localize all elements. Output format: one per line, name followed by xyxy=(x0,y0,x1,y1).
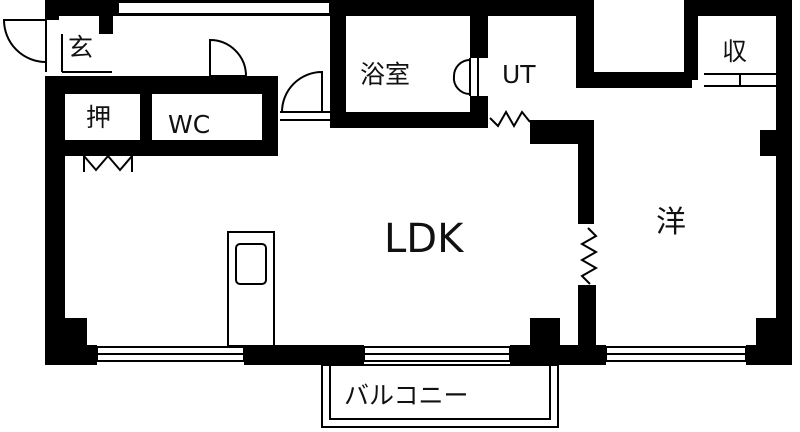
wall-bottom-right xyxy=(746,345,792,365)
window-top xyxy=(117,1,331,15)
door-closet xyxy=(83,154,133,172)
balcony xyxy=(321,364,559,428)
door-western xyxy=(579,227,599,285)
wall-ut-right xyxy=(576,0,594,88)
wall-top-right xyxy=(684,0,790,16)
label-ldk: LDK xyxy=(384,216,465,262)
pillar-left-bottom xyxy=(65,318,87,348)
wall-wc-right xyxy=(262,76,278,156)
balcony-inner xyxy=(329,364,551,420)
wall-bottom-left xyxy=(45,345,97,365)
walls xyxy=(45,0,792,365)
label-storage: 収 xyxy=(722,37,747,66)
kitchen-counter-body xyxy=(227,231,275,347)
door-entrance-inner xyxy=(209,38,247,77)
wall-top-middle xyxy=(330,0,590,16)
wall-ut-bottom xyxy=(530,120,594,144)
wall-ldk-western-lower xyxy=(578,285,596,365)
label-closet: 押 xyxy=(86,103,111,132)
pillar-right-mid xyxy=(760,130,778,156)
label-bath: 浴室 xyxy=(360,60,410,89)
label-entrance: 玄 xyxy=(68,33,93,62)
windows xyxy=(96,1,747,362)
doors xyxy=(2,19,776,285)
wall-bottom-mid1 xyxy=(244,345,364,365)
label-utility: UT xyxy=(502,60,536,89)
label-balcony: バルコニー xyxy=(344,381,469,410)
wall-bath-left xyxy=(330,0,346,128)
door-bath xyxy=(452,59,471,96)
label-western: 洋 xyxy=(656,205,686,240)
wall-storage-left xyxy=(684,0,698,80)
kitchen-counter xyxy=(227,231,275,347)
wall-left-top xyxy=(45,0,59,20)
wall-wc-bottom xyxy=(60,140,278,156)
wall-entrance-divider xyxy=(99,16,113,34)
wall-bath-ut-divider-lower xyxy=(470,96,488,128)
door-hall xyxy=(281,70,323,113)
pillar-right-bottom xyxy=(756,318,778,348)
door-entrance xyxy=(2,19,47,63)
label-wc: WC xyxy=(168,110,210,139)
wall-wc-top xyxy=(60,76,278,94)
wall-closet-wc-divider xyxy=(140,94,152,140)
wall-bath-bottom xyxy=(330,112,480,128)
room-labels: 玄 押 WC 浴室 UT 収 LDK 洋 バルコニー xyxy=(68,33,747,410)
door-utility xyxy=(489,109,531,129)
wall-step-right xyxy=(576,72,692,88)
kitchen-sink xyxy=(235,243,267,285)
wall-left-outer xyxy=(45,76,65,364)
wall-right-outer xyxy=(776,0,792,365)
wall-ldk-western-upper xyxy=(578,144,594,224)
pillar-mid-bottom xyxy=(530,318,560,348)
wall-bath-ut-divider xyxy=(470,0,488,58)
